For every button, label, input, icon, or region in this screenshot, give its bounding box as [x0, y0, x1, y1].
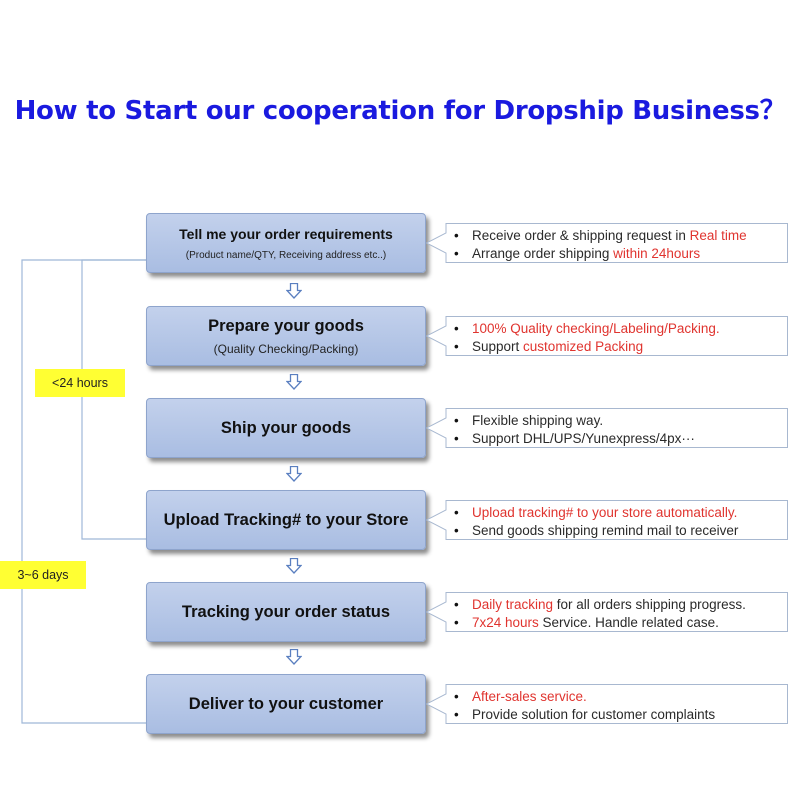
- note-text: Upload tracking# to your store automatic…: [472, 505, 738, 520]
- callout-note: Send goods shipping remind mail to recei…: [450, 522, 738, 540]
- note-text: Daily tracking: [472, 597, 554, 612]
- callout-note: Upload tracking# to your store automatic…: [450, 504, 738, 522]
- callout-ship-goods: Flexible shipping way. Support DHL/UPS/Y…: [426, 408, 788, 456]
- note-text: Receive order & shipping request in: [472, 228, 690, 243]
- callout-tracking-status: Daily tracking for all orders shipping p…: [426, 592, 788, 640]
- step-tracking-status: Tracking your order status: [146, 582, 426, 642]
- callout-note: Support DHL/UPS/Yunexpress/4px···: [450, 430, 695, 448]
- callout-list: After-sales service. Provide solution fo…: [450, 688, 715, 724]
- step-title: Deliver to your customer: [188, 694, 384, 713]
- note-text: Arrange order shipping: [472, 246, 614, 261]
- step-subtitle: (Product name/QTY, Receiving address etc…: [185, 249, 387, 261]
- note-text: After-sales service.: [472, 689, 587, 704]
- callout-list: Upload tracking# to your store automatic…: [450, 504, 738, 540]
- arrow-down-icon: [286, 283, 302, 299]
- arrow-down-icon: [286, 558, 302, 574]
- step-subtitle: (Quality Checking/Packing): [213, 341, 359, 356]
- callout-note: Support customized Packing: [450, 338, 720, 356]
- note-text: Support DHL/UPS/Yunexpress/4px···: [472, 431, 695, 446]
- callout-note: Provide solution for customer complaints: [450, 706, 715, 724]
- callout-list: Flexible shipping way. Support DHL/UPS/Y…: [450, 412, 695, 448]
- note-text: Real time: [689, 228, 747, 243]
- step-title: Ship your goods: [220, 418, 352, 437]
- callout-prepare-goods: 100% Quality checking/Labeling/Packing. …: [426, 316, 788, 364]
- note-text: customized Packing: [523, 339, 644, 354]
- note-text: Flexible shipping way.: [472, 413, 604, 428]
- page-title: How to Start our cooperation for Dropshi…: [14, 96, 786, 126]
- note-text: 7x24 hours: [472, 615, 539, 630]
- step-upload-tracking: Upload Tracking# to your Store: [146, 490, 426, 550]
- callout-note: 100% Quality checking/Labeling/Packing.: [450, 320, 720, 338]
- callout-note: Daily tracking for all orders shipping p…: [450, 596, 746, 614]
- callout-note: Flexible shipping way.: [450, 412, 695, 430]
- arrow-down-icon: [286, 466, 302, 482]
- note-text: Support: [472, 339, 524, 354]
- note-text: for all orders shipping progress.: [553, 597, 746, 612]
- step-title: Tell me your order requirements: [179, 225, 393, 242]
- callout-note: 7x24 hours Service. Handle related case.: [450, 614, 746, 632]
- callout-deliver-customer: After-sales service. Provide solution fo…: [426, 684, 788, 732]
- step-title: Tracking your order status: [181, 602, 391, 621]
- callout-list: 100% Quality checking/Labeling/Packing. …: [450, 320, 720, 356]
- step-deliver-customer: Deliver to your customer: [146, 674, 426, 734]
- callout-note: After-sales service.: [450, 688, 715, 706]
- note-text: 100% Quality checking/Labeling/Packing.: [472, 321, 720, 336]
- note-text: within 24hours: [613, 246, 701, 261]
- note-text: Provide solution for customer complaints: [472, 707, 716, 722]
- step-title: Prepare your goods: [208, 316, 364, 335]
- callout-note: Receive order & shipping request in Real…: [450, 227, 747, 245]
- callout-note: Arrange order shipping within 24hours: [450, 245, 747, 263]
- callout-list: Daily tracking for all orders shipping p…: [450, 596, 746, 632]
- step-prepare-goods: Prepare your goods (Quality Checking/Pac…: [146, 306, 426, 366]
- time-label-3-6-days: 3~6 days: [0, 561, 86, 589]
- note-text: Send goods shipping remind mail to recei…: [472, 523, 739, 538]
- arrow-down-icon: [286, 374, 302, 390]
- callout-list: Receive order & shipping request in Real…: [450, 227, 747, 263]
- step-ship-goods: Ship your goods: [146, 398, 426, 458]
- time-label-24-hours: <24 hours: [35, 369, 125, 397]
- callout-order-requirements: Receive order & shipping request in Real…: [426, 223, 788, 271]
- callout-upload-tracking: Upload tracking# to your store automatic…: [426, 500, 788, 548]
- step-order-requirements: Tell me your order requirements (Product…: [146, 213, 426, 273]
- note-text: Service. Handle related case.: [538, 615, 719, 630]
- step-title: Upload Tracking# to your Store: [163, 510, 409, 529]
- arrow-down-icon: [286, 649, 302, 665]
